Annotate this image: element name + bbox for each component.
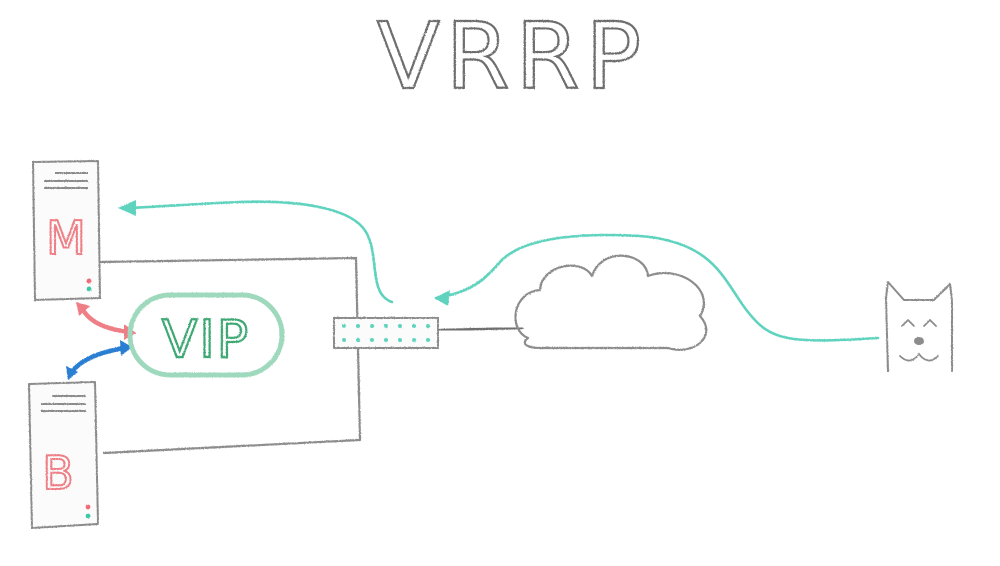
master-server-label: M (46, 211, 86, 265)
server-tower-icon (31, 159, 102, 302)
switch-cloud-link (438, 326, 524, 332)
internet-cloud-icon (514, 254, 708, 351)
diagram-title: VRRP (377, 3, 647, 110)
backup-server: B (27, 380, 100, 530)
client-to-switch-traffic (434, 233, 880, 342)
status-led-red (85, 504, 91, 510)
status-led-green (85, 513, 91, 519)
vip-label: VIP (162, 310, 250, 370)
backup-server-label: B (42, 446, 74, 500)
status-led-green (86, 286, 92, 292)
master-server: M (31, 159, 102, 302)
server-tower-icon (27, 380, 100, 530)
switch-to-master-traffic (118, 200, 394, 304)
vip-badge: VIP (127, 292, 285, 378)
master-vip-arrow (76, 302, 136, 340)
dog-client-icon (885, 281, 953, 373)
status-led-red (86, 278, 92, 284)
backup-vip-arrow (66, 340, 132, 380)
network-switch-icon (333, 317, 439, 349)
